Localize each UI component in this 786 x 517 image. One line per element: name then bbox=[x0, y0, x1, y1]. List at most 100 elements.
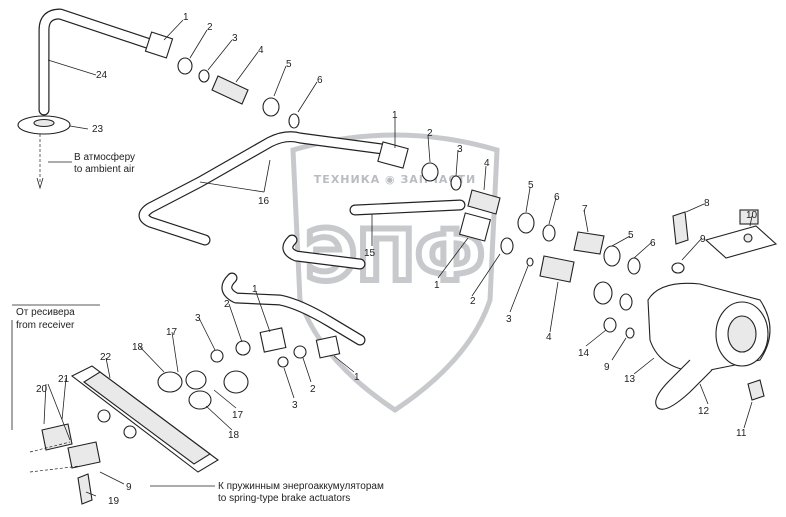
ring-9-valve bbox=[625, 327, 635, 339]
washer-2-lower bbox=[235, 340, 251, 356]
callout-14: 14 bbox=[578, 348, 590, 359]
fitting-4-center bbox=[467, 189, 501, 215]
bottom-left-group bbox=[11, 272, 366, 505]
callout-9: 9 bbox=[126, 482, 132, 493]
callout-17: 17 bbox=[232, 410, 244, 421]
caption-receiver-ru: От ресивера bbox=[16, 307, 75, 318]
caption-receiver-en: from receiver bbox=[16, 320, 75, 331]
callout-4: 4 bbox=[258, 45, 264, 56]
callouts: 1 2 3 4 5 6 24 23 1 2 3 4 16 15 1 2 5 6 … bbox=[36, 12, 758, 507]
callout-5: 5 bbox=[286, 59, 292, 70]
callout-10: 10 bbox=[746, 210, 758, 221]
callout-4: 4 bbox=[484, 158, 490, 169]
callout-7: 7 bbox=[582, 204, 588, 215]
ring-3-lower bbox=[210, 349, 224, 363]
washer-5-top bbox=[262, 97, 280, 117]
callout-23: 23 bbox=[92, 124, 104, 135]
callout-11: 11 bbox=[736, 428, 747, 439]
callout-6: 6 bbox=[554, 192, 560, 203]
ring-3-center bbox=[450, 175, 462, 191]
caption-actuators-ru: К пружинным энергоаккумуляторам bbox=[218, 481, 384, 492]
callout-18: 18 bbox=[228, 430, 240, 441]
valve-group bbox=[517, 209, 778, 410]
callout-2: 2 bbox=[470, 296, 476, 307]
bolt-19 bbox=[77, 473, 93, 505]
fitting-4-top bbox=[211, 75, 249, 105]
callout-2: 2 bbox=[310, 384, 316, 395]
callout-3: 3 bbox=[292, 400, 298, 411]
callout-3: 3 bbox=[195, 313, 201, 324]
washer-2-center bbox=[421, 162, 439, 182]
washer-2-lower-b bbox=[293, 345, 307, 359]
callout-6: 6 bbox=[317, 75, 323, 86]
nut-17-b bbox=[223, 370, 249, 394]
callout-5: 5 bbox=[628, 230, 634, 241]
nut-9-right bbox=[671, 262, 685, 274]
leader-lines bbox=[43, 19, 753, 497]
callout-9: 9 bbox=[604, 362, 610, 373]
handle-12 bbox=[655, 359, 713, 410]
nut-1-center bbox=[377, 141, 409, 169]
nut-17 bbox=[185, 370, 207, 390]
ring-6-top bbox=[288, 113, 300, 129]
callout-21: 21 bbox=[58, 374, 70, 385]
callout-2: 2 bbox=[224, 299, 230, 310]
washer-2-top bbox=[177, 57, 193, 75]
callout-4: 4 bbox=[546, 332, 552, 343]
nut-14 bbox=[603, 317, 617, 333]
fitting-20 bbox=[41, 423, 73, 451]
nut-1-lower bbox=[259, 327, 287, 353]
washer-5-right-b bbox=[603, 245, 621, 267]
caption-actuators-en: to spring-type brake actuators bbox=[218, 493, 350, 504]
callout-22: 22 bbox=[100, 352, 112, 363]
washer-18-b bbox=[188, 390, 212, 410]
callout-1: 1 bbox=[252, 284, 258, 295]
callout-2: 2 bbox=[207, 22, 213, 33]
callout-19: 19 bbox=[108, 496, 120, 507]
callout-1: 1 bbox=[354, 372, 360, 383]
bolt-8 bbox=[672, 211, 689, 245]
nut-1-center-b bbox=[458, 212, 492, 242]
ring-2-center bbox=[500, 237, 514, 255]
watermark: ТЕХНИКА ◉ ЗАПЧАСТИ ЭПФ bbox=[290, 132, 500, 414]
nut-1-top bbox=[144, 31, 174, 59]
callout-20: 20 bbox=[36, 384, 48, 395]
ring-6-right bbox=[542, 224, 556, 242]
ring-3-lower-b bbox=[277, 356, 289, 368]
callout-15: 15 bbox=[364, 248, 376, 259]
callout-3: 3 bbox=[232, 33, 238, 44]
ring-3-top bbox=[198, 69, 210, 83]
callout-18: 18 bbox=[132, 342, 144, 353]
callout-17: 17 bbox=[166, 327, 178, 338]
screw-11 bbox=[747, 379, 765, 401]
callout-24: 24 bbox=[96, 70, 108, 81]
washer-18 bbox=[157, 371, 183, 393]
callout-3: 3 bbox=[457, 144, 463, 155]
callout-5: 5 bbox=[528, 180, 534, 191]
fitting-4-right bbox=[539, 255, 575, 283]
washer-5-right-c bbox=[593, 281, 613, 305]
ring-6-right-c bbox=[619, 293, 633, 311]
captions: В атмосферу to ambient air От ресивера f… bbox=[16, 151, 384, 504]
caption-atmosphere-ru: В атмосферу bbox=[74, 151, 135, 163]
ring-6-right-b bbox=[627, 257, 641, 275]
fitting-21 bbox=[67, 441, 101, 469]
callout-3: 3 bbox=[506, 314, 512, 325]
washer-5-right bbox=[517, 212, 535, 234]
ring-3-right bbox=[526, 257, 534, 267]
callout-1: 1 bbox=[183, 12, 189, 23]
callout-13: 13 bbox=[624, 374, 636, 385]
callout-16: 16 bbox=[258, 196, 270, 207]
caption-atmosphere-en: to ambient air bbox=[74, 164, 135, 175]
plug-7 bbox=[573, 231, 605, 255]
callout-9: 9 bbox=[700, 234, 706, 245]
callout-2: 2 bbox=[427, 128, 433, 139]
plate-10 bbox=[704, 225, 778, 259]
callout-12: 12 bbox=[698, 406, 710, 417]
callout-6: 6 bbox=[650, 238, 656, 249]
callout-1: 1 bbox=[392, 110, 398, 121]
callout-8: 8 bbox=[704, 198, 710, 209]
callout-1: 1 bbox=[434, 280, 440, 291]
